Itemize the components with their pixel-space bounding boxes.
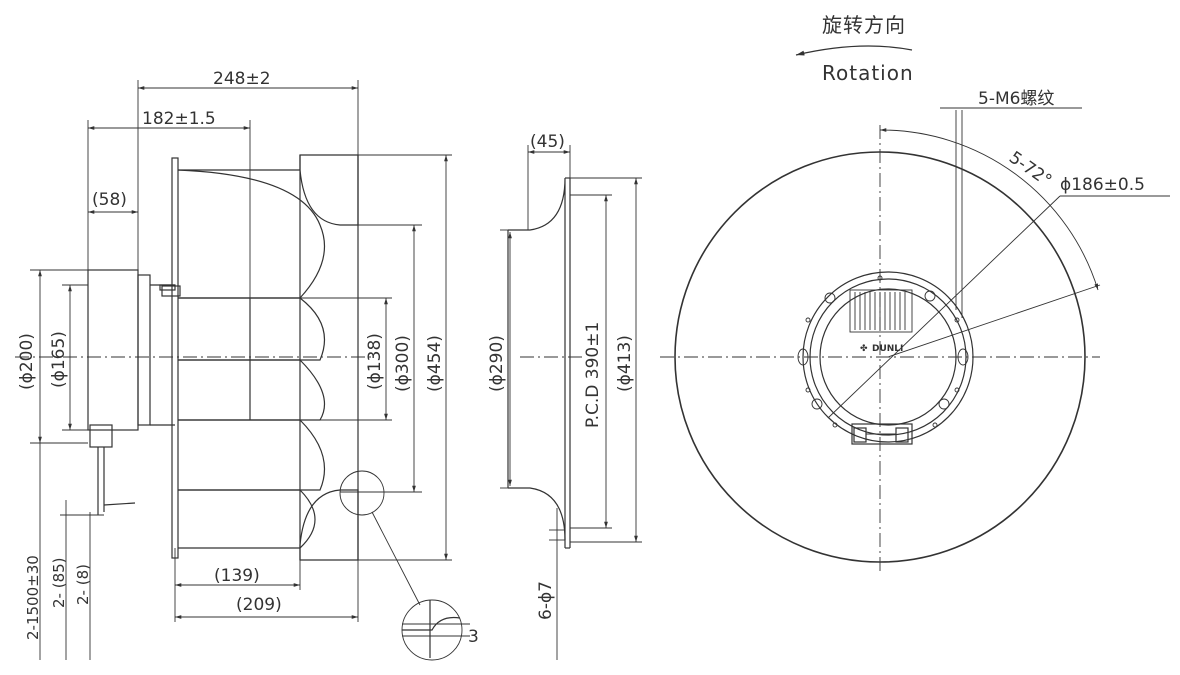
rotation-arrow-icon (795, 45, 913, 56)
blade-2 (178, 297, 326, 361)
dim-138: (ϕ138) (365, 333, 385, 390)
mount-holes (797, 275, 969, 428)
rotation-label-en: Rotation (822, 61, 914, 85)
impeller-bottom-lip (299, 489, 359, 561)
dim-186: ϕ186±0.5 (1060, 175, 1145, 195)
blade-1 (177, 169, 326, 299)
dim-holes: 6-ϕ7 (536, 581, 556, 620)
dim-58: (58) (92, 190, 127, 210)
blade-3 (178, 359, 326, 421)
dim-413: (ϕ413) (615, 335, 635, 392)
blade-4 (178, 419, 326, 491)
mount-bolt (161, 285, 181, 297)
detail-thickness-label: 3 (468, 627, 479, 647)
dim-209: (209) (236, 595, 282, 615)
angle-label: 5-72° (1005, 148, 1055, 191)
motor-flange (137, 274, 151, 426)
front-cable-glands (851, 423, 913, 445)
dim-139: (139) (214, 566, 260, 586)
cable-length-8: 2- (8) (74, 564, 92, 605)
dim-300: (ϕ300) (393, 335, 413, 392)
back-plate (171, 157, 179, 559)
inlet-ring-view: (45) (ϕ290) P.C.D 390±1 (ϕ413) 6-ϕ7 (487, 132, 642, 660)
thread-label: 5-M6螺纹 (978, 89, 1054, 109)
dim-200: (ϕ200) (17, 333, 37, 390)
blade-5 (178, 489, 316, 549)
detail-circle (339, 470, 385, 516)
dim-290: (ϕ290) (487, 335, 507, 392)
ring-bottom-profile (508, 487, 566, 541)
brand-logo: ✤ (860, 344, 868, 354)
brand-logo-text: DUNLI (872, 344, 903, 354)
cable (97, 447, 136, 515)
motor-body (87, 269, 139, 431)
cable-length-85: 2- (85) (50, 557, 68, 608)
dim-248: 248±2 (213, 69, 271, 89)
heat-sink (849, 289, 913, 333)
impeller-top-lip (299, 154, 359, 226)
rotation-indicator: 旋转方向 Rotation (795, 13, 914, 85)
dim-45: (45) (530, 132, 565, 152)
side-view: 3 248±2 182±1.5 (58) (ϕ200) (ϕ165) (ϕ138… (15, 69, 479, 661)
cable-length-1500: 2-1500±30 (24, 555, 42, 640)
dim-182: 182±1.5 (142, 109, 216, 129)
dim-454: (ϕ454) (425, 335, 445, 392)
ring-top-profile (508, 177, 566, 548)
cable-gland (89, 424, 113, 448)
angle-arc (879, 128, 1099, 291)
rotation-label-cn: 旋转方向 (822, 13, 906, 37)
dim-pcd: P.C.D 390±1 (583, 322, 603, 428)
dim-165: (ϕ165) (49, 331, 69, 388)
front-view: ✤ DUNLI 5-M6螺纹 (660, 89, 1170, 575)
